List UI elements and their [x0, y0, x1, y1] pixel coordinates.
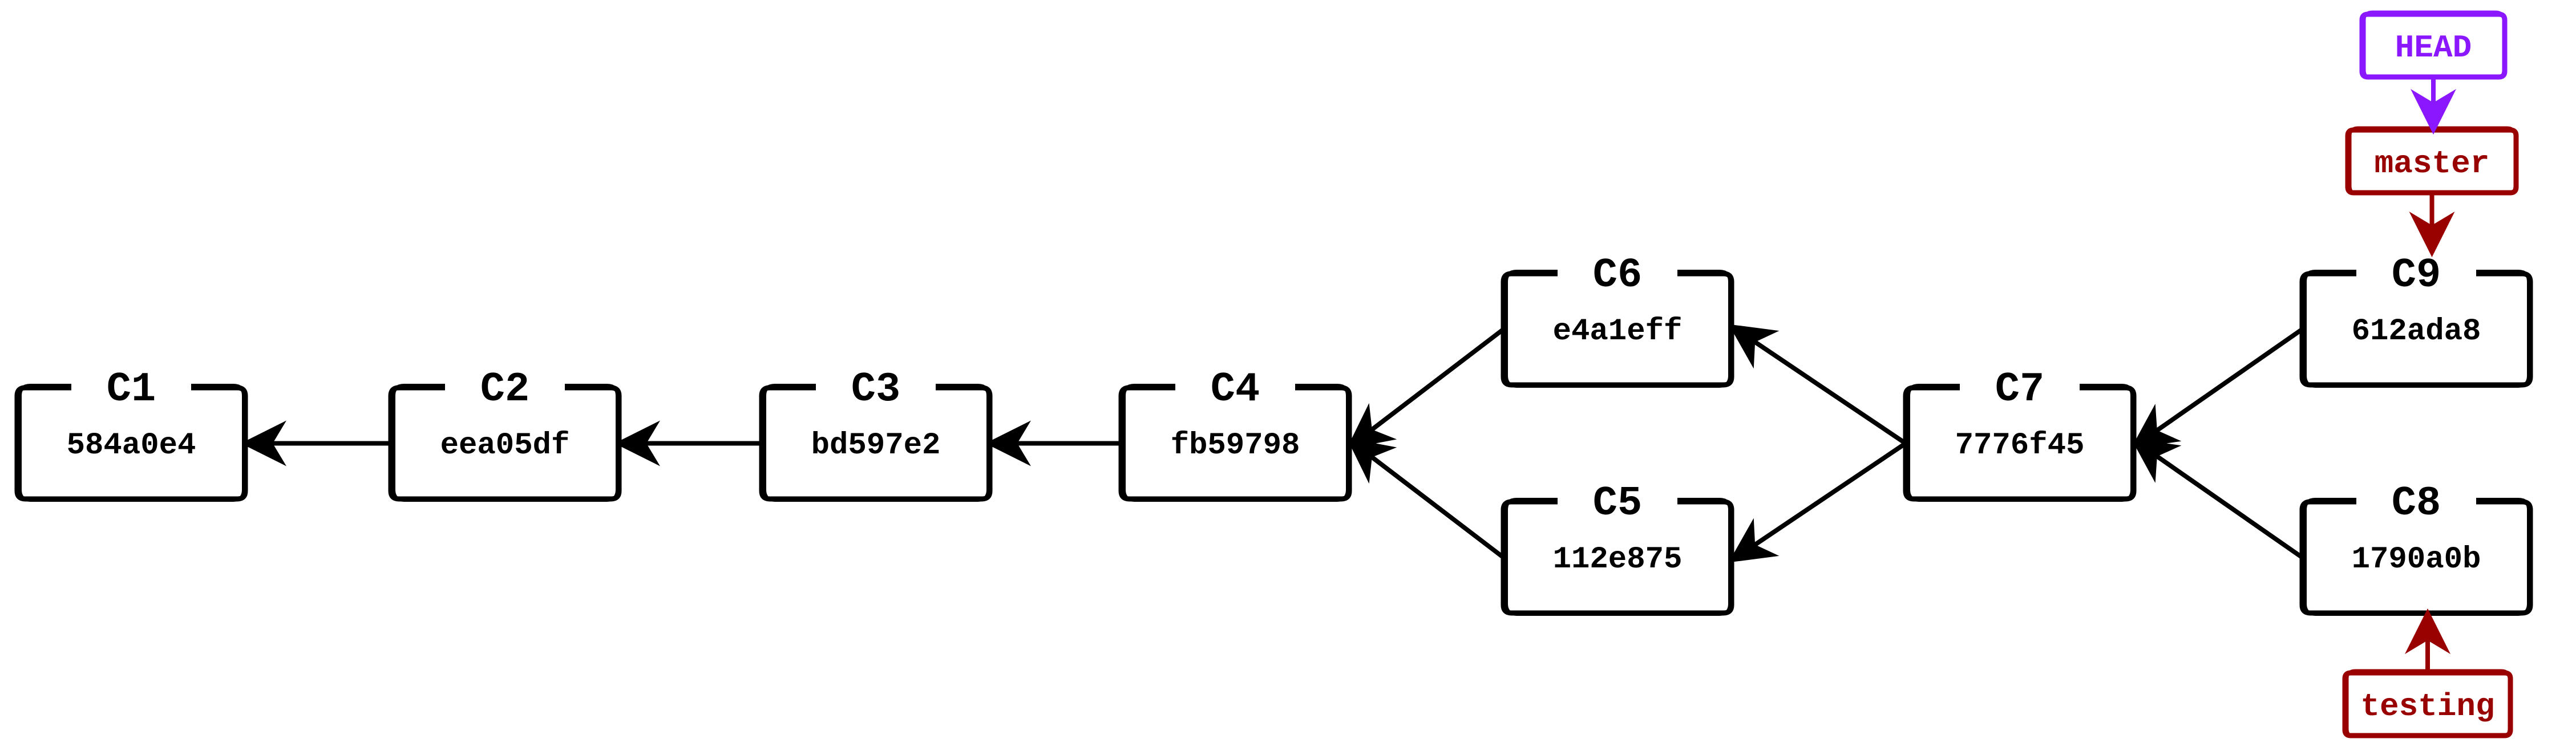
commit-label: C3	[851, 366, 900, 413]
commit-label: C1	[107, 366, 156, 413]
title-gap	[1960, 377, 2080, 398]
commit-box-sketch	[2303, 270, 2530, 388]
commit-node-c2: C2 eea05df	[388, 366, 622, 502]
commit-label: C6	[1593, 252, 1642, 299]
commit-box-sketch	[763, 384, 990, 502]
commit-hash: bd597e2	[811, 428, 941, 463]
parent-arrow-c7-c6	[1728, 324, 1907, 445]
title-gap	[1175, 377, 1295, 398]
commit-label: C4	[1211, 366, 1260, 413]
head-ref-label: HEAD	[2395, 30, 2472, 66]
commit-node-c8: C8 1790a0b	[2299, 480, 2533, 616]
testing-ref-label: testing	[2360, 688, 2494, 725]
title-gap	[445, 377, 565, 398]
title-gap	[2356, 263, 2476, 284]
parent-arrow-c5-c4	[1346, 437, 1505, 559]
title-gap	[71, 377, 191, 398]
commit-label: C8	[2392, 480, 2441, 527]
ref-master: master	[2345, 126, 2519, 196]
commit-box-sketch	[2303, 498, 2530, 616]
title-gap	[816, 377, 936, 398]
commit-node-c4: C4 fb59798	[1118, 366, 1352, 502]
ref-head: HEAD	[2359, 10, 2508, 80]
commit-node-c5: C5 112e875	[1501, 480, 1734, 616]
commit-label: C7	[1995, 366, 2044, 413]
title-gap	[2356, 492, 2476, 512]
parent-arrow-c9-c7	[2130, 327, 2304, 449]
commit-hash: 1790a0b	[2352, 542, 2481, 577]
commit-box-sketch	[1122, 384, 1349, 502]
parent-edges	[241, 324, 2304, 563]
commit-box-sketch	[392, 384, 619, 502]
master-ref-sketch	[2348, 126, 2517, 196]
commit-node-c6: C6 e4a1eff	[1501, 252, 1734, 388]
title-gap	[1558, 492, 1677, 512]
commit-node-c3: C3 bd597e2	[759, 366, 993, 502]
parent-arrow-c7-c5	[1728, 441, 1907, 563]
commit-box-sketch	[18, 384, 245, 502]
commit-box-sketch	[1907, 384, 2134, 502]
ref-testing: testing	[2342, 669, 2513, 738]
parent-arrow-c8-c7	[2130, 438, 2304, 559]
parent-arrow-c6-c4	[1346, 327, 1505, 449]
branch-refs: HEAD master testing	[2342, 10, 2519, 738]
commit-hash: 612ada8	[2352, 314, 2481, 349]
commit-hash: 7776f45	[1955, 428, 2085, 463]
commit-node-c1: C1 584a0e4	[14, 366, 248, 502]
commit-label: C9	[2392, 252, 2441, 299]
commit-hash: eea05df	[440, 428, 570, 463]
commit-hash: 584a0e4	[67, 428, 196, 463]
commit-node-c9: C9 612ada8	[2299, 252, 2533, 388]
commit-hash: 112e875	[1553, 542, 1683, 577]
commit-box-sketch	[1505, 498, 1732, 616]
commit-hash: fb59798	[1171, 428, 1300, 463]
testing-ref-sketch	[2346, 669, 2511, 738]
master-ref-label: master	[2375, 145, 2490, 182]
commit-box-sketch	[1505, 270, 1732, 388]
head-ref-sketch	[2363, 10, 2505, 80]
commit-label: C2	[480, 366, 529, 413]
commit-hash: e4a1eff	[1553, 314, 1683, 349]
commit-label: C5	[1593, 480, 1642, 527]
commit-node-c7: C7 7776f45	[1903, 366, 2137, 502]
title-gap	[1558, 263, 1677, 284]
